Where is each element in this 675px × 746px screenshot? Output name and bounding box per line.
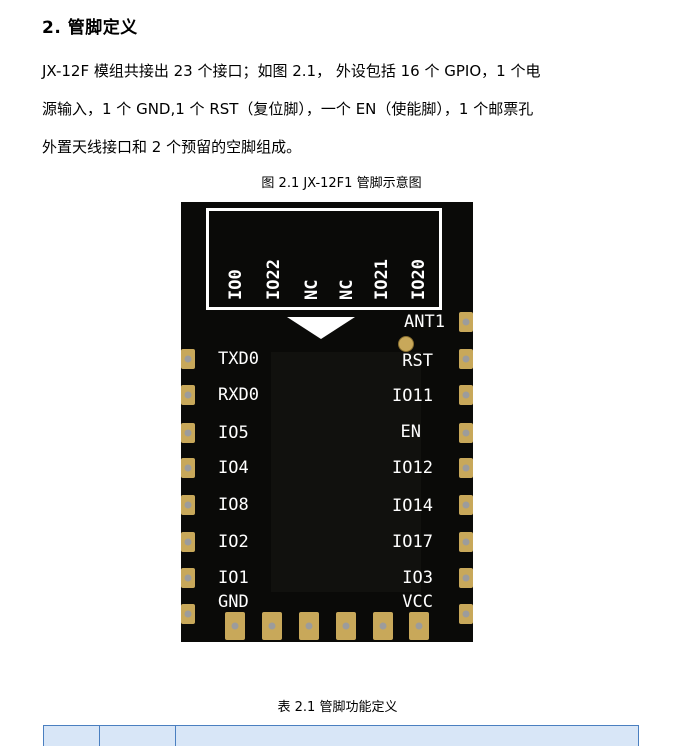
pin-pad xyxy=(459,604,473,624)
antenna-pin-label: NC xyxy=(337,279,357,300)
table-header-cell xyxy=(100,726,176,746)
antenna-area xyxy=(206,208,442,310)
table-caption: 表 2.1 管脚功能定义 xyxy=(277,700,398,715)
pin-pad xyxy=(373,612,393,640)
pin-pad xyxy=(225,612,245,640)
pin-pad xyxy=(181,532,195,552)
pin-pad xyxy=(409,612,429,640)
pin1-marker-icon xyxy=(398,336,414,352)
table-header-cell xyxy=(176,726,638,746)
left-pin-label: GND xyxy=(218,592,249,612)
board-shading xyxy=(271,352,421,592)
right-pin-label: IO3 xyxy=(402,568,433,588)
pin-pad xyxy=(181,495,195,515)
pin-pad xyxy=(459,495,473,515)
description-paragraph: JX-12F 模组共接出 23 个接口；如图 2.1， 外设包括 16 个 GP… xyxy=(42,52,642,166)
left-pin-label: IO8 xyxy=(218,495,249,515)
pin-definition-table xyxy=(43,725,639,746)
table-header-cell xyxy=(44,726,100,746)
right-pin-label: IO14 xyxy=(392,496,433,516)
pin-pad xyxy=(459,312,473,332)
pin-pad xyxy=(181,423,195,443)
pin-pad xyxy=(459,568,473,588)
left-pin-label: TXD0 xyxy=(218,349,259,369)
antenna-pin-label: NC xyxy=(302,279,322,300)
pin-pad xyxy=(459,385,473,405)
pin-pad xyxy=(336,612,356,640)
paragraph-line: 外置天线接口和 2 个预留的空脚组成。 xyxy=(42,138,302,156)
paragraph-line: JX-12F 模组共接出 23 个接口；如图 2.1， 外设包括 16 个 GP… xyxy=(42,62,541,80)
pin-pad xyxy=(181,568,195,588)
orientation-arrow-icon xyxy=(287,317,355,339)
pin-pad xyxy=(181,385,195,405)
right-pin-label: IO12 xyxy=(392,458,433,478)
left-pin-label: RXD0 xyxy=(218,385,259,405)
pin-pad xyxy=(181,604,195,624)
pin-pad xyxy=(262,612,282,640)
pin-pad xyxy=(299,612,319,640)
right-pin-label: RST xyxy=(402,351,433,371)
pin-pad xyxy=(181,458,195,478)
left-pin-label: IO4 xyxy=(218,458,249,478)
right-pin-label: IO11 xyxy=(392,386,433,406)
antenna-pin-label: IO22 xyxy=(264,259,284,300)
section-heading: 2. 管脚定义 xyxy=(42,18,138,38)
figure-caption: 图 2.1 JX-12F1 管脚示意图 xyxy=(261,176,422,191)
pin-pad xyxy=(459,423,473,443)
pin-pad xyxy=(181,349,195,369)
pin-pad xyxy=(459,349,473,369)
paragraph-line: 源输入，1 个 GND,1 个 RST（复位脚），一个 EN（使能脚），1 个邮… xyxy=(42,100,534,118)
pin-pad xyxy=(459,458,473,478)
antenna-pin-label: IO21 xyxy=(372,259,392,300)
antenna-pin-label: IO20 xyxy=(409,259,429,300)
right-pin-label: IO17 xyxy=(392,532,433,552)
right-pin-label: EN xyxy=(400,422,421,442)
right-pin-label: VCC xyxy=(402,592,433,612)
left-pin-label: IO1 xyxy=(218,568,249,588)
left-pin-label: IO2 xyxy=(218,532,249,552)
antenna-pin-label: IO0 xyxy=(226,269,246,300)
pin-pad xyxy=(459,532,473,552)
left-pin-label: IO5 xyxy=(218,423,249,443)
module-pinout-diagram: IO0 IO22 NC NC IO21 IO20 TXD0 RXD0 IO5 I… xyxy=(181,202,473,642)
right-pin-label: ANT1 xyxy=(404,312,445,332)
